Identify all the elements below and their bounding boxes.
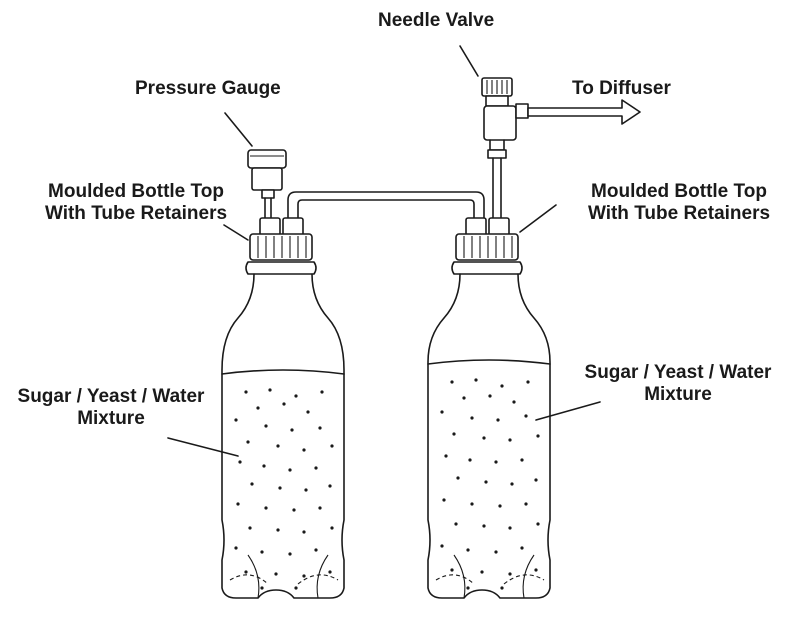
to-diffuser-label: To Diffuser: [572, 78, 671, 99]
yeast-bubbles-left: [234, 388, 334, 590]
pressure-gauge-label: Pressure Gauge: [135, 78, 281, 99]
leader-lines: [167, 45, 601, 457]
bottle-top-left-label: Moulded Bottle Top With Tube Retainers: [20, 181, 252, 225]
bottle-top-right-line2: With Tube Retainers: [587, 203, 771, 224]
bottle-top-left-line2: With Tube Retainers: [44, 203, 228, 224]
mixture-left-line1: Sugar / Yeast / Water: [17, 386, 205, 407]
mixture-right-line2: Mixture: [644, 384, 712, 405]
yeast-bubbles-right: [440, 378, 540, 590]
bottle-top-right-line1: Moulded Bottle Top: [591, 181, 767, 202]
mixture-right-line1: Sugar / Yeast / Water: [584, 362, 772, 383]
pressure-gauge: [247, 149, 287, 223]
needle-valve: [481, 77, 529, 223]
left-bottle: [221, 217, 345, 599]
mixture-left-label: Sugar / Yeast / Water Mixture: [0, 386, 222, 430]
mixture-right-label: Sugar / Yeast / Water Mixture: [566, 362, 790, 406]
mixture-left-line2: Mixture: [77, 408, 145, 429]
right-bottle: [427, 217, 551, 599]
bottle-top-right-label: Moulded Bottle Top With Tube Retainers: [563, 181, 795, 225]
diffuser-outlet-arrow: [527, 99, 641, 125]
needle-valve-label: Needle Valve: [378, 10, 495, 31]
bottle-top-left-line1: Moulded Bottle Top: [48, 181, 224, 202]
connecting-tube: [287, 191, 485, 223]
